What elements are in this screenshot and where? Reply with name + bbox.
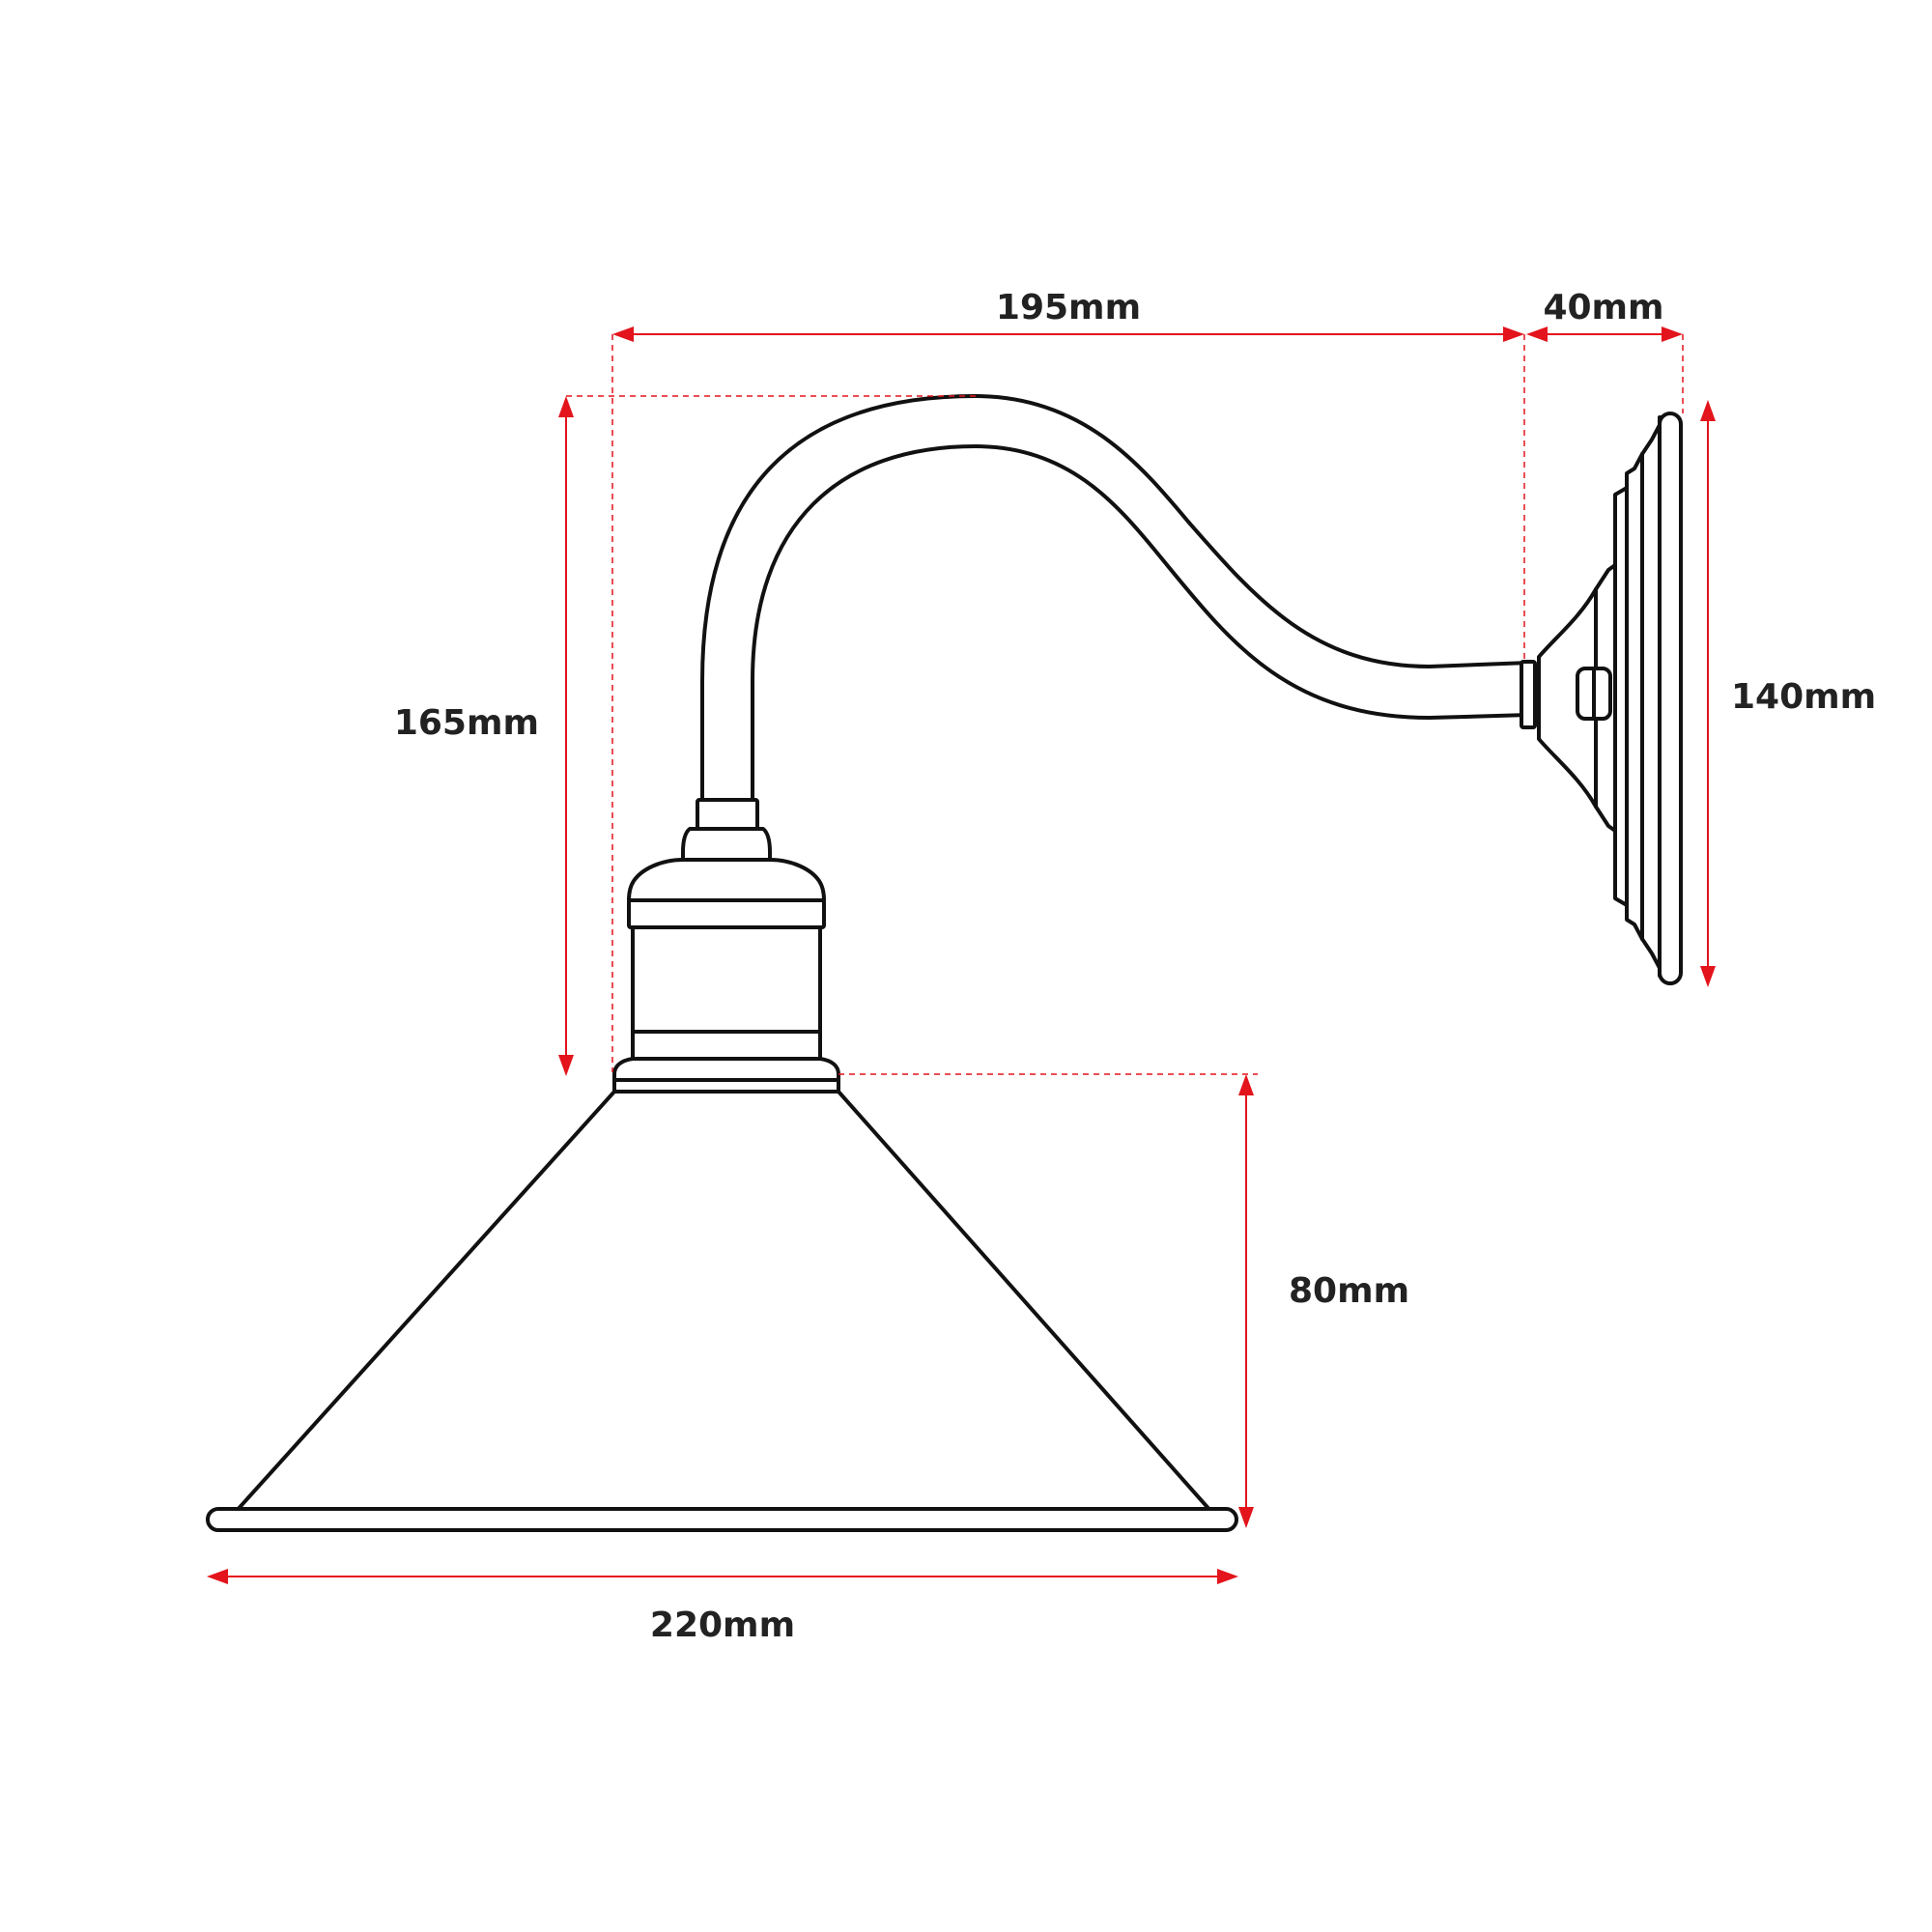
arrow-drop-height-top [558,396,574,417]
arrow-shade-height-bottom [1238,1507,1254,1528]
cone-shade [233,1090,1214,1515]
label-arm-reach: 195mm [996,288,1141,327]
backplate-rim [1658,412,1683,985]
arrow-backplate-depth-right [1662,327,1683,342]
socket-cap [681,827,772,862]
socket-band-top [627,898,826,929]
label-drop-height: 165mm [394,703,539,743]
arrow-arm-reach-left [612,327,634,342]
label-backplate-height: 140mm [1731,677,1876,717]
shade-rim [206,1507,1238,1532]
wall-light-drawing [206,394,1683,1532]
socket-collar [612,1057,840,1082]
socket-body [631,925,822,1034]
dimension-backplate-depth: 40mm [1526,288,1684,413]
socket-band-bottom [631,1030,822,1061]
arrow-backplate-height-top [1700,400,1716,421]
label-shade-diameter: 220mm [650,1605,795,1645]
arrow-shade-diameter-right [1217,1569,1238,1584]
gooseneck-arm-inner [751,444,1531,804]
arm-connector [1520,660,1537,729]
label-backplate-depth: 40mm [1543,288,1663,327]
socket-neck [696,798,759,831]
label-shade-height: 80mm [1289,1271,1409,1311]
arrow-shade-height-top [1238,1074,1254,1095]
dimension-backplate-height: 140mm [1700,400,1876,987]
arrow-backplate-height-bottom [1700,966,1716,987]
dimension-shade-diameter: 220mm [207,1569,1238,1645]
arrow-shade-diameter-left [207,1569,228,1584]
gooseneck-arm [700,394,1531,804]
dimension-arm-reach: 195mm [611,288,1525,1072]
socket-shoulder [627,858,826,902]
arrow-arm-reach-right [1503,327,1524,342]
arrow-backplate-depth-left [1526,327,1548,342]
dimension-drop-height: 165mm [394,395,978,1076]
dimension-shade-height: 80mm [838,1073,1409,1528]
arrow-drop-height-bottom [558,1055,574,1076]
